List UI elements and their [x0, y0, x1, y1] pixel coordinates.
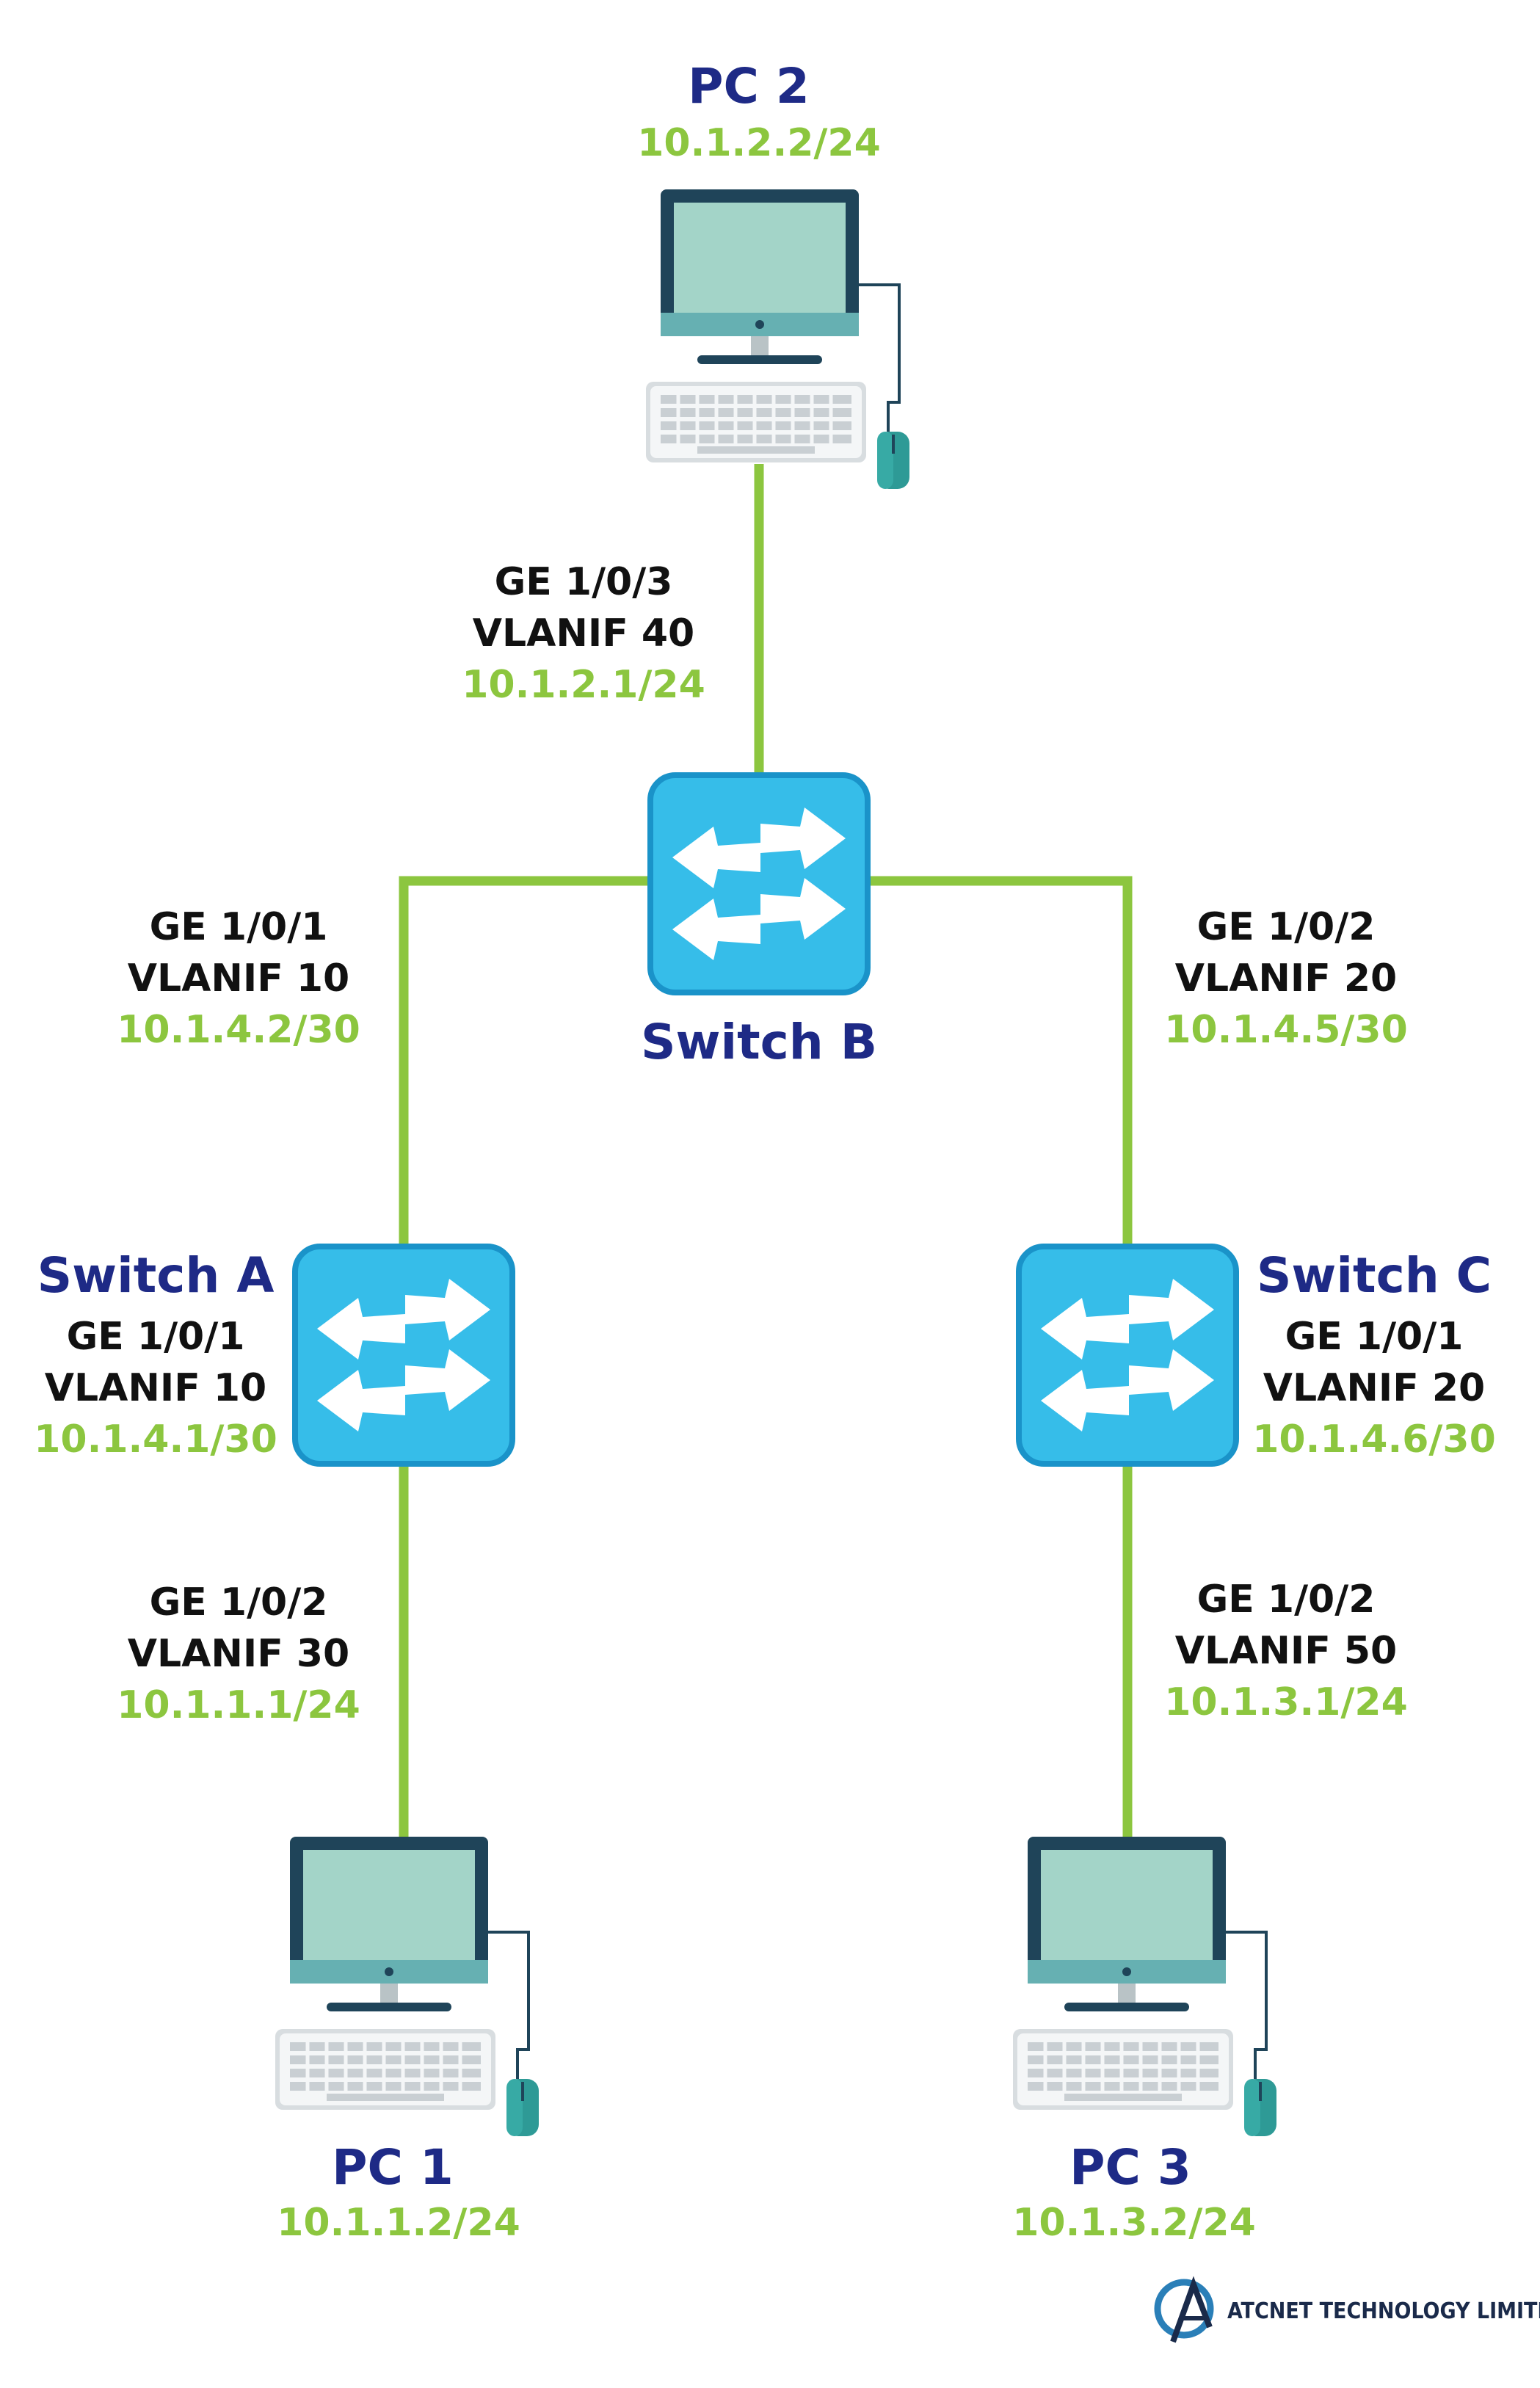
interface-port: GE 1/0/1 — [1285, 1315, 1464, 1359]
interface-vlanif: VLANIF 40 — [473, 611, 694, 656]
switch-b-node: Switch B — [641, 775, 877, 1070]
interface-port: GE 1/0/3 — [495, 560, 673, 604]
network-switch-icon — [650, 775, 868, 992]
link-switch-b-switch-c — [866, 876, 1133, 1249]
switch-b-pc2-interface: GE 1/0/3 VLANIF 40 10.1.2.1/24 — [462, 560, 705, 707]
interface-port: GE 1/0/2 — [150, 1580, 328, 1625]
pc1-node: PC 1 10.1.1.2/24 — [275, 1837, 539, 2245]
pc2-name: PC 2 — [688, 58, 810, 115]
brand-name: ATCNET TECHNOLOGY LIMITED — [1227, 2298, 1540, 2324]
desktop-computer-icon — [275, 1837, 539, 2136]
interface-vlanif: VLANIF 50 — [1175, 1629, 1397, 1673]
interface-vlanif: VLANIF 10 — [128, 957, 349, 1001]
switch-c-node: Switch C GE 1/0/1 VLANIF 20 10.1.4.6/30 — [1019, 1246, 1496, 1464]
desktop-computer-icon — [646, 189, 909, 489]
switch-c-name: Switch C — [1257, 1247, 1492, 1304]
switch-a-node: Switch A GE 1/0/1 VLANIF 10 10.1.4.1/30 — [34, 1246, 512, 1464]
interface-vlanif: VLANIF 20 — [1263, 1366, 1485, 1410]
pc3-ip: 10.1.3.2/24 — [1012, 2201, 1256, 2245]
interface-ip: 10.1.3.1/24 — [1164, 1680, 1408, 1724]
interface-ip: 10.1.4.6/30 — [1252, 1418, 1496, 1462]
link-switch-b-switch-a — [399, 876, 653, 1249]
network-switch-icon — [1019, 1246, 1236, 1464]
network-switch-icon — [295, 1246, 512, 1464]
interface-port: GE 1/0/2 — [1197, 1578, 1376, 1622]
interface-ip: 10.1.4.1/30 — [34, 1418, 277, 1462]
switch-b-left-interface: GE 1/0/1 VLANIF 10 10.1.4.2/30 — [117, 905, 360, 1052]
switch-a-down-interface: GE 1/0/2 VLANIF 30 10.1.1.1/24 — [117, 1580, 360, 1727]
interface-vlanif: VLANIF 10 — [45, 1366, 266, 1410]
interface-port: GE 1/0/1 — [150, 905, 328, 949]
interface-ip: 10.1.1.1/24 — [117, 1683, 360, 1727]
brand-watermark: ATCNET TECHNOLOGY LIMITED — [1154, 2276, 1540, 2343]
interface-vlanif: VLANIF 30 — [128, 1632, 349, 1676]
switch-b-right-interface: GE 1/0/2 VLANIF 20 10.1.4.5/30 — [1164, 905, 1408, 1052]
interface-ip: 10.1.4.2/30 — [117, 1008, 360, 1052]
interface-ip: 10.1.4.5/30 — [1164, 1008, 1408, 1052]
interface-ip: 10.1.2.1/24 — [462, 663, 705, 707]
interface-port: GE 1/0/2 — [1197, 905, 1376, 949]
pc2-node: PC 2 10.1.2.2/24 — [637, 58, 909, 489]
switch-a-name: Switch A — [37, 1247, 275, 1304]
pc3-name: PC 3 — [1069, 2139, 1191, 2196]
switch-b-name: Switch B — [641, 1014, 877, 1070]
interface-port: GE 1/0/1 — [67, 1315, 245, 1359]
pc2-ip: 10.1.2.2/24 — [637, 121, 881, 165]
interface-vlanif: VLANIF 20 — [1175, 957, 1397, 1001]
switch-c-down-interface: GE 1/0/2 VLANIF 50 10.1.3.1/24 — [1164, 1578, 1408, 1724]
desktop-computer-icon — [1013, 1837, 1276, 2136]
pc1-ip: 10.1.1.2/24 — [277, 2201, 520, 2245]
network-links — [399, 464, 1133, 1841]
pc1-name: PC 1 — [332, 2139, 454, 2196]
pc3-node: PC 3 10.1.3.2/24 — [1012, 1837, 1276, 2245]
atcnet-logo-icon — [1154, 2276, 1214, 2343]
